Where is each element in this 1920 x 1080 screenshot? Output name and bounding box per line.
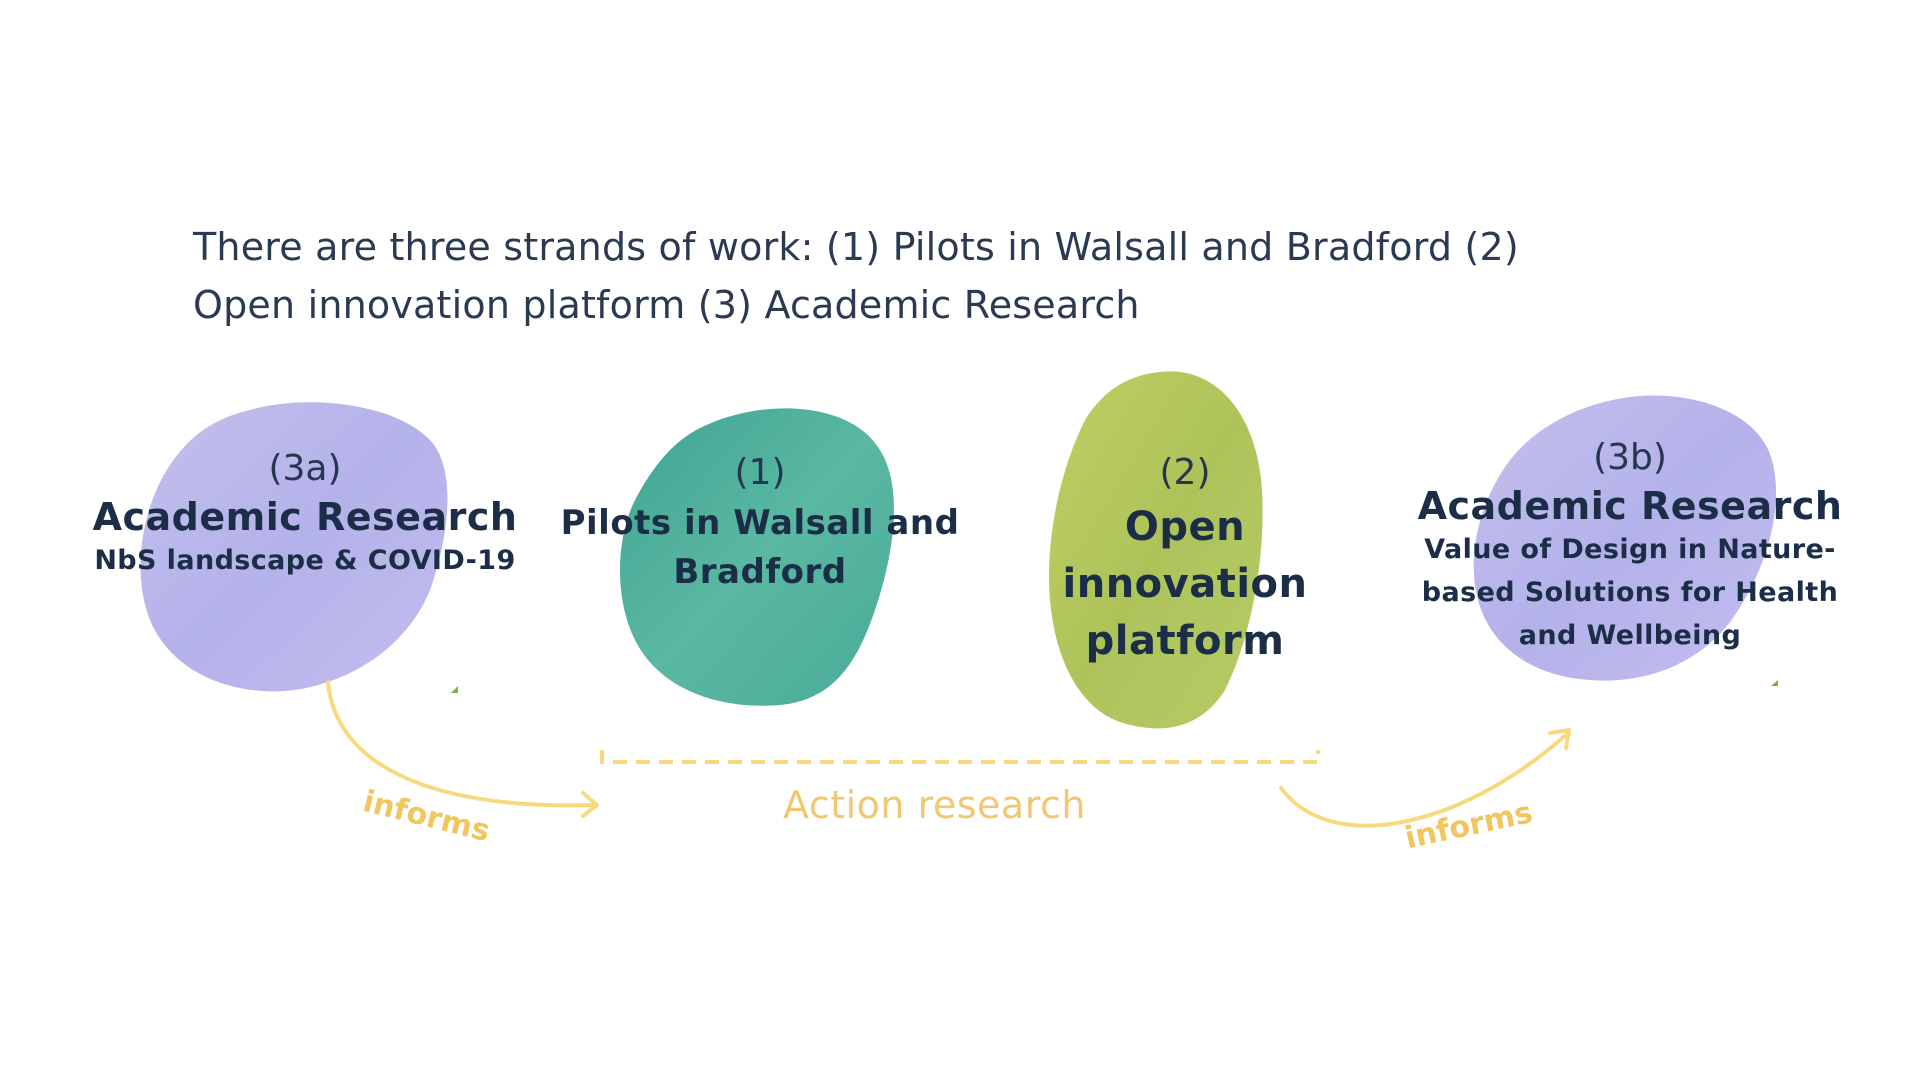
strand-title: Academic Research (1417, 484, 1843, 528)
intro-line-1: There are three strands of work: (1) Pil… (193, 225, 1519, 269)
blob-pilots (620, 408, 894, 706)
strand-title-line-1: Pilots in Walsall and (560, 503, 960, 543)
informs-arrowhead-right (1548, 728, 1571, 750)
strand-academic-b: (3b) Academic Research Value of Design i… (1405, 437, 1855, 657)
strand-platform: (2) Open innovation platform (1000, 452, 1370, 670)
strand-number: (1) (734, 452, 786, 493)
strand-number: (3b) (1593, 437, 1667, 478)
intro-line-2: Open innovation platform (3) Academic Re… (193, 283, 1140, 327)
strand-subtitle: NbS landscape & COVID-19 (94, 545, 516, 576)
blob-platform (1049, 371, 1263, 729)
strand-academic-a: (3a) Academic Research NbS landscape & C… (80, 448, 530, 582)
strand-subtitle-line-3: and Wellbeing (1518, 620, 1742, 651)
informs-arrow-left (326, 680, 597, 808)
action-research-label: Action research (783, 783, 1086, 827)
strand-number: (2) (1159, 452, 1211, 493)
strand-subtitle-line-2: based Solutions for Health (1421, 577, 1839, 608)
accent-mark-right (1771, 680, 1778, 686)
action-research-bracket (600, 750, 1320, 764)
strand-pilots: (1) Pilots in Walsall and Bradford (560, 452, 960, 597)
strand-title-line-2: Bradford (673, 552, 847, 592)
blob-academic-a (140, 402, 448, 692)
strand-title-line-1: Open innovation (1062, 504, 1308, 607)
strand-title: Academic Research (92, 495, 518, 539)
blob-academic-b (1473, 395, 1777, 681)
strand-title-line-2: platform (1085, 618, 1285, 664)
strand-subtitle-line-1: Value of Design in Nature- (1424, 534, 1836, 565)
informs-arrow-right (1279, 731, 1570, 828)
informs-arrowhead-left (581, 791, 599, 818)
intro-text: There are three strands of work: (1) Pil… (193, 218, 1593, 334)
accent-mark-left (451, 686, 458, 693)
strand-number: (3a) (268, 448, 342, 489)
